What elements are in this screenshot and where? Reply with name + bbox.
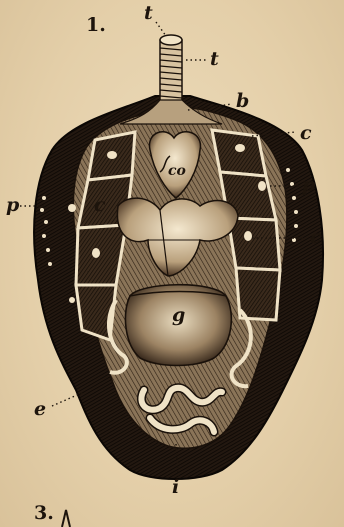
label-t-right: t [210, 50, 219, 69]
label-c-left: c [94, 196, 106, 215]
figure-number-1: 1. [86, 14, 106, 36]
figure-3-fragment [62, 510, 70, 527]
label-i: i [172, 478, 179, 497]
label-p-right: p [302, 176, 315, 195]
label-co: co [168, 164, 186, 178]
label-t-top: t [144, 4, 153, 23]
label-e: e [34, 400, 46, 419]
label-p-left: p [6, 196, 19, 215]
label-g: g [172, 306, 185, 325]
label-b: b [236, 92, 249, 111]
label-c-lower-right: c [310, 228, 322, 247]
label-c-upper-right: c [300, 124, 312, 143]
figure-number-3: 3. [34, 502, 54, 524]
